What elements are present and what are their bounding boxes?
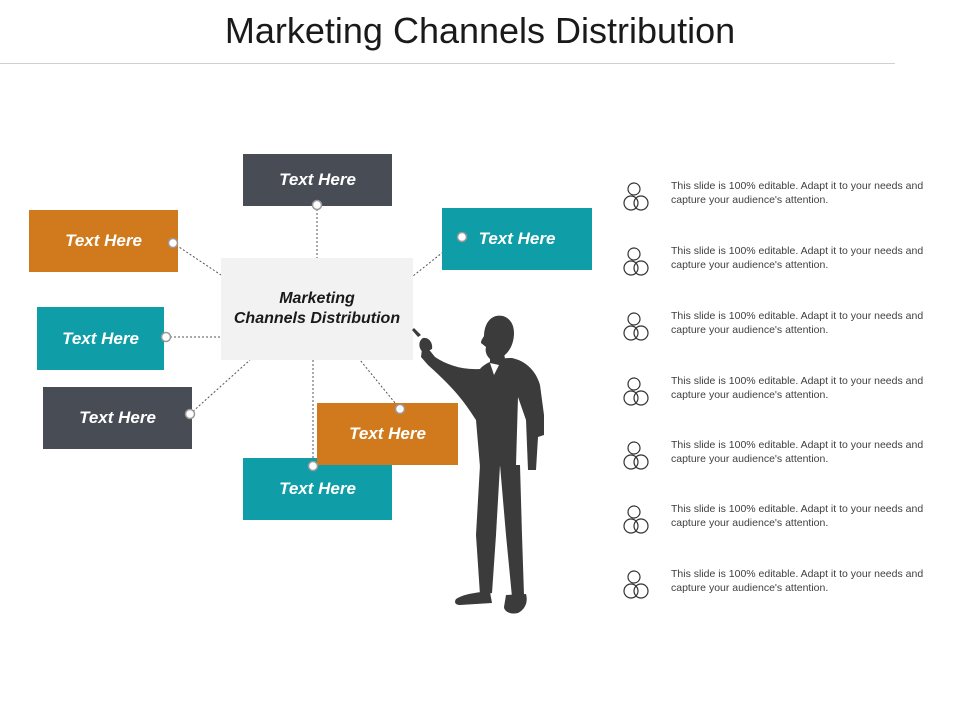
box-bottom-right: Text Here: [317, 403, 458, 465]
people-icon: [623, 377, 649, 406]
list-item-text: This slide is 100% editable. Adapt it to…: [671, 568, 924, 594]
list-item: This slide is 100% editable. Adapt it to…: [622, 178, 942, 218]
center-box: Marketing Channels Distribution: [221, 258, 413, 360]
people-icon: [623, 247, 649, 276]
page-title: Marketing Channels Distribution: [224, 10, 736, 51]
dot-left-lower: [184, 408, 196, 420]
box-top-right-label: Text Here: [478, 229, 556, 248]
list-item: This slide is 100% editable. Adapt it to…: [622, 566, 942, 606]
people-icon: [623, 505, 649, 534]
box-left-middle-label: Text Here: [62, 328, 139, 348]
people-icon: [623, 182, 649, 211]
box-left-upper-label: Text Here: [65, 231, 142, 250]
list-item-text: This slide is 100% editable. Adapt it to…: [671, 310, 924, 336]
list-item: This slide is 100% editable. Adapt it to…: [622, 373, 942, 413]
connector-left-lower: [189, 359, 251, 415]
box-bottom-label: Text Here: [279, 479, 356, 498]
people-icon: [623, 570, 649, 599]
list-item: This slide is 100% editable. Adapt it to…: [622, 243, 942, 283]
businessman-silhouette-icon: [412, 315, 544, 614]
connector-bottom-right: [359, 359, 401, 410]
people-icon: [623, 312, 649, 341]
list-item-text: This slide is 100% editable. Adapt it to…: [671, 503, 924, 529]
title-divider: [0, 63, 895, 64]
connector-top-right: [412, 236, 463, 277]
connector-left-upper: [172, 242, 222, 276]
list-item-text: This slide is 100% editable. Adapt it to…: [671, 245, 924, 271]
box-left-upper: Text Here: [29, 210, 178, 272]
dot-top: [311, 199, 323, 211]
list-item: This slide is 100% editable. Adapt it to…: [622, 501, 942, 541]
list-item-text: This slide is 100% editable. Adapt it to…: [671, 439, 924, 465]
list-item-text: This slide is 100% editable. Adapt it to…: [671, 180, 924, 206]
center-label: Marketing Channels Distribution: [233, 290, 401, 327]
box-top-label: Text Here: [279, 170, 356, 189]
dot-top-right: [456, 231, 468, 243]
dot-left-middle: [160, 331, 172, 343]
box-left-middle: Text Here: [37, 307, 164, 370]
dot-left-upper: [167, 237, 179, 249]
box-top: Text Here: [243, 154, 392, 206]
list-item-text: This slide is 100% editable. Adapt it to…: [671, 375, 924, 401]
dot-bottom: [307, 460, 319, 472]
box-top-right: Text Here: [442, 208, 592, 270]
list-item: This slide is 100% editable. Adapt it to…: [622, 437, 942, 477]
dot-bottom-right: [394, 403, 406, 415]
box-left-lower: Text Here: [43, 387, 192, 449]
people-icon: [623, 441, 649, 470]
box-left-lower-label: Text Here: [79, 408, 156, 427]
box-bottom-right-label: Text Here: [349, 424, 426, 443]
list-item: This slide is 100% editable. Adapt it to…: [622, 308, 942, 348]
